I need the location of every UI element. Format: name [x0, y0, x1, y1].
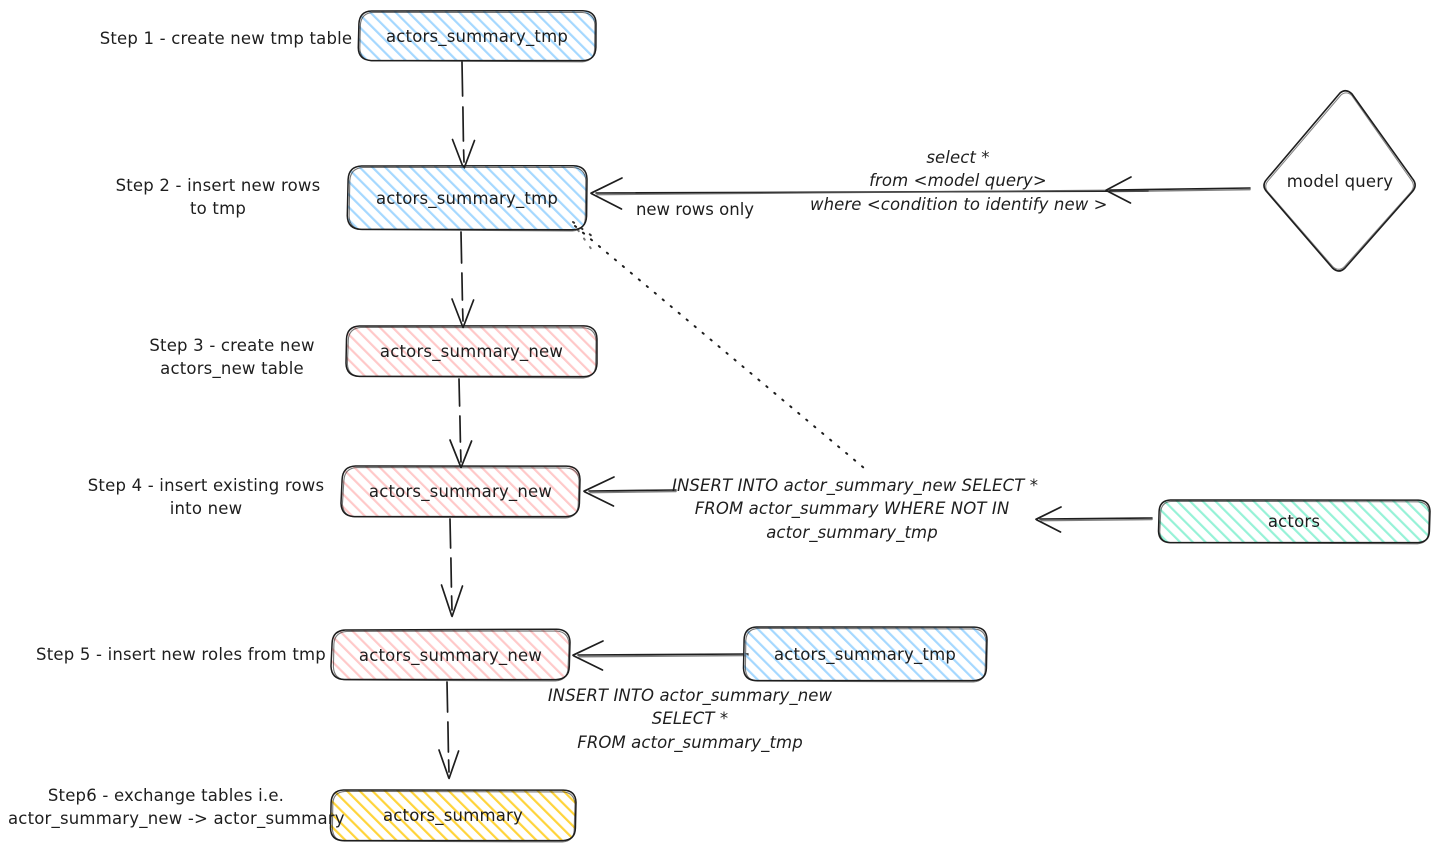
node-outline-sketch: [341, 466, 580, 519]
node-label-model-query: model query: [1286, 171, 1394, 191]
arrow-insert-existing-to-new: [583, 476, 677, 507]
node-outline-sketch: [1265, 92, 1414, 270]
node-fill: [341, 466, 580, 517]
node-fill: [743, 627, 987, 681]
arrow-tmp-to-new-step5: [572, 640, 749, 671]
node-outline-sketch: [359, 11, 596, 63]
node-label-actors-summary-new-step3: actors_summary_new: [379, 342, 564, 361]
node-outline-sketch: [744, 627, 987, 683]
node-outline: [329, 789, 577, 842]
node-fill: [346, 326, 597, 377]
node-actors-summary-tmp-step1[interactable]: [357, 9, 597, 63]
arrow-step5-to-step6: [438, 681, 460, 780]
arrow-model-query-to-select: [1105, 176, 1251, 204]
node-outline: [357, 9, 597, 62]
arrow-step4-to-step5: [440, 518, 464, 618]
node-label-actors-summary-step6: actors_summary: [382, 806, 524, 825]
node-label-actors-summary-new-step4: actors_summary_new: [368, 482, 553, 501]
node-label-actors-summary-new-step5: actors_summary_new: [358, 645, 543, 665]
node-label-actors-summary-tmp-step5-source: actors_summary_tmp: [773, 644, 957, 664]
node-actors-summary-new-step5[interactable]: [330, 628, 571, 682]
arrow-step3-to-step4: [449, 378, 473, 469]
node-outline-sketch: [332, 630, 570, 682]
arrow-step2-to-step3: [451, 231, 475, 329]
node-outline: [345, 325, 598, 378]
node-actors[interactable]: [1157, 499, 1431, 545]
node-model-query[interactable]: [1263, 89, 1416, 272]
node-label-actors-summary-tmp-step2: actors_summary_tmp: [375, 188, 559, 208]
edge-label-model-query-sql: select * from <model query> where <condi…: [810, 148, 1108, 214]
node-fill: [347, 165, 587, 230]
node-label-actors-summary-tmp-step1: actors_summary_tmp: [385, 26, 569, 46]
node-outline: [742, 626, 988, 682]
edge-label-insert-existing-sql: INSERT INTO actor_summary_new SELECT * F…: [672, 476, 1039, 542]
node-label-actors: actors: [1267, 512, 1321, 531]
dotted-link-tmp-to-insert-existing: [572, 221, 865, 469]
node-outline: [1263, 89, 1416, 272]
node-fill: [358, 10, 596, 61]
arrow-step1-to-step2: [451, 61, 476, 170]
node-outline: [346, 164, 588, 231]
node-outline-sketch: [1159, 500, 1430, 545]
node-fill: [331, 629, 570, 680]
node-outline-sketch: [331, 790, 576, 843]
node-actors-summary-new-step4[interactable]: [340, 465, 581, 519]
node-outline-sketch: [348, 166, 587, 232]
node-outline: [340, 465, 581, 518]
arrow-actors-to-insert-existing: [1035, 506, 1153, 533]
node-fill: [1158, 500, 1430, 543]
arrow-new-rows-to-tmp: [590, 177, 1149, 210]
node-actors-summary-tmp-step2[interactable]: [346, 164, 588, 232]
node-outline: [1157, 499, 1431, 544]
node-outline-sketch: [346, 326, 597, 379]
node-actors-summary-step6[interactable]: [329, 789, 577, 843]
node-outline: [330, 628, 571, 681]
edge-label-new-rows-only: new rows only: [635, 200, 755, 219]
node-actors-summary-new-step3[interactable]: [345, 325, 598, 379]
edge-label-insert-new-roles-sql: INSERT INTO actor_summary_new SELECT * F…: [547, 686, 833, 752]
node-actors-summary-tmp-step5-source[interactable]: [742, 626, 988, 683]
node-fill: [330, 790, 576, 841]
